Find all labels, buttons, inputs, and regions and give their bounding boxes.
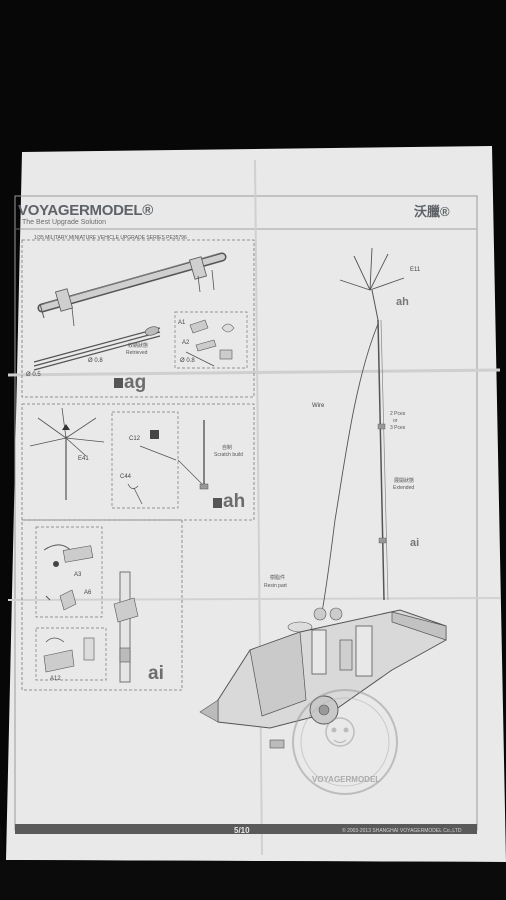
pces-line-3: 3 Pces	[390, 425, 406, 431]
bracket-parts-drawing	[185, 319, 235, 367]
main-label-ah: ah	[396, 296, 409, 308]
step-ah-label: ah	[223, 491, 246, 512]
extended-cn-label: 展開狀態	[394, 478, 415, 484]
resin-part-drawing	[287, 607, 343, 633]
scratch-build-label: Scratch build	[214, 452, 243, 458]
step-ag-label: ag	[124, 372, 147, 393]
vehicle-hull-drawing	[199, 609, 447, 749]
scratch-build-cn-label: 自制	[222, 445, 233, 451]
step-ah-inset	[111, 411, 179, 509]
main-label-ai: ai	[410, 537, 420, 549]
extended-label: Extended	[393, 485, 415, 491]
step-ai-label: ai	[148, 663, 164, 684]
fold-crease-h	[7, 368, 501, 377]
antenna-base-pole-drawing	[113, 571, 139, 683]
fold-crease-v	[254, 159, 263, 856]
step-ai-panel	[21, 519, 183, 691]
pces-line-1: 2 Pces	[390, 411, 406, 417]
dim-0-8-detail: Ø 0.8	[180, 358, 195, 364]
wire-label: Wire	[312, 403, 325, 409]
c12-c44-parts-drawing	[127, 430, 205, 505]
step-ag-badge-icon	[114, 378, 123, 388]
part-c44: C44	[120, 474, 132, 480]
step-ah-panel	[21, 403, 255, 521]
part-a1: A1	[178, 320, 186, 326]
a3-a6-parts-drawing	[43, 544, 94, 611]
a12-parts-drawing	[43, 637, 95, 673]
part-a3: A3	[74, 572, 82, 578]
e41-star-antenna-drawing	[29, 407, 105, 500]
fold-crease-h2	[7, 597, 501, 601]
step-ah-badge-icon	[213, 498, 222, 508]
scratch-rod-drawing	[199, 420, 209, 490]
main-antenna-assembly-drawing	[321, 247, 405, 613]
retrieved-label: Retrieved	[126, 350, 148, 356]
pces-line-2: or	[393, 418, 398, 424]
dim-0-5: Ø 0.5	[26, 372, 41, 378]
part-a12: A12	[50, 676, 61, 682]
part-e11: E11	[410, 267, 421, 273]
paper-shadow	[0, 820, 506, 900]
voyagermodel-watermark-logo	[292, 689, 398, 795]
watermark-text: VOYAGERMODEL	[312, 775, 381, 784]
step-ag-panel	[21, 239, 255, 398]
antenna-rods-drawing	[33, 326, 161, 371]
brand-tagline: The Best Upgrade Solution	[22, 219, 107, 226]
copyright: © 2003-2013 SHANGHAI VOYAGERMODEL Co.,LT…	[342, 828, 462, 834]
footer-bar	[15, 824, 477, 834]
resin-part-cn-label: 樹脂件	[270, 575, 286, 581]
resin-part-label: Resin part	[264, 583, 287, 589]
page-number: 5/10	[234, 826, 250, 835]
series-title: 1/35 MILITARY MINIATURE VEHICLE UPGRADE …	[34, 235, 187, 241]
brand-logo: VOYAGERMODEL®	[18, 202, 153, 219]
step-ag-detail-inset	[174, 311, 248, 369]
step-ai-inset-top	[35, 526, 103, 618]
part-e41: E41	[78, 456, 89, 462]
part-c12: C12	[129, 436, 141, 442]
part-a2: A2	[182, 340, 190, 346]
antenna-tube-drawing	[37, 252, 227, 327]
step-ai-inset-bottom	[35, 627, 107, 681]
brand-logo-cn: 沃臘®	[414, 204, 450, 219]
dim-0-8-top: Ø 0.8	[88, 358, 103, 364]
retrieved-cn-label: 收納狀態	[128, 343, 149, 349]
part-a6: A6	[84, 590, 92, 596]
